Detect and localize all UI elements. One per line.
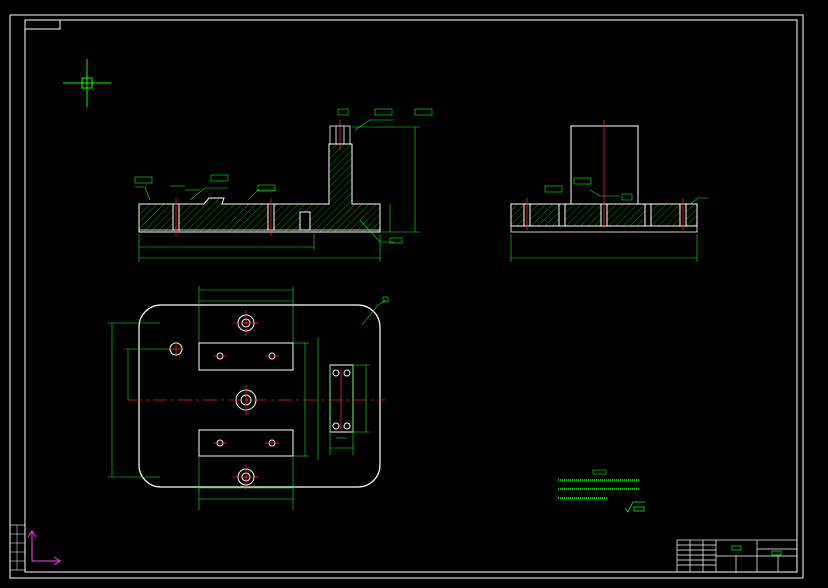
surface-finish-symbol	[624, 501, 645, 513]
crosshair-cursor	[63, 59, 111, 107]
frame-corner-tab	[25, 20, 61, 30]
title-block	[676, 539, 798, 573]
left-margin-table-rows	[10, 525, 25, 570]
technical-notes	[558, 469, 640, 499]
plan-view-dimensions	[107, 286, 389, 510]
left-margin-table	[9, 524, 26, 571]
outer-border	[9, 14, 804, 579]
front-section-centerlines	[175, 120, 341, 236]
inner-border	[24, 19, 798, 573]
ucs-icon	[27, 530, 61, 566]
plan-view-centerlines	[128, 310, 385, 490]
plan-view-plate	[138, 304, 381, 488]
plan-view[interactable]	[107, 286, 389, 510]
front-section-pin	[329, 125, 351, 145]
side-view-centerlines	[526, 120, 684, 230]
side-view[interactable]	[510, 120, 708, 262]
side-view-upright	[570, 125, 639, 205]
front-section-view[interactable]	[134, 108, 433, 262]
front-section-dimensions	[134, 108, 433, 262]
side-view-dimensions	[510, 177, 708, 262]
